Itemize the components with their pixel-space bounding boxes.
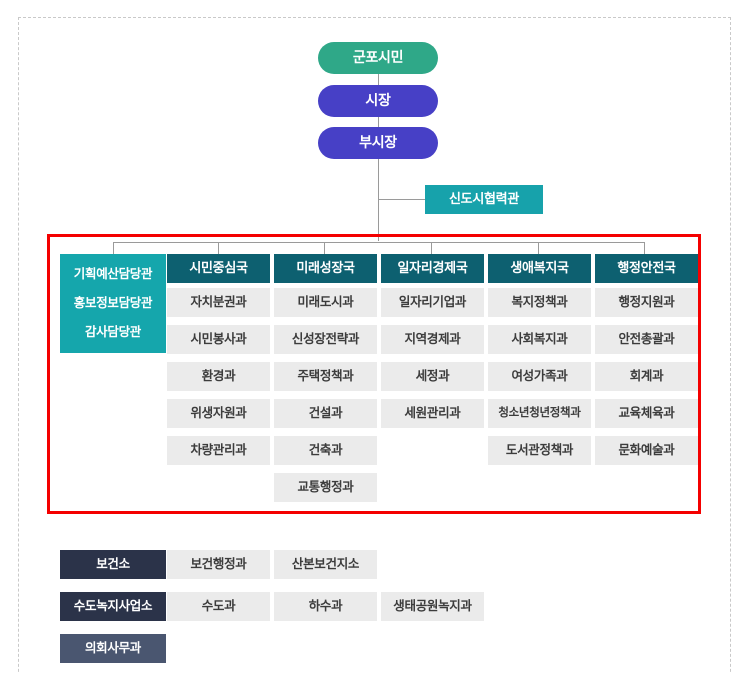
division-cell[interactable]: 도서관정책과 [488, 436, 591, 465]
division-cell[interactable]: 세정과 [381, 362, 484, 391]
division-cell[interactable]: 건축과 [274, 436, 377, 465]
division-cell[interactable]: 회계과 [595, 362, 698, 391]
division-cell[interactable]: 신성장전략과 [274, 325, 377, 354]
division-cell[interactable]: 수도과 [167, 592, 270, 621]
division-cell[interactable]: 행정지원과 [595, 288, 698, 317]
connector-drop-bureau-2 [324, 242, 325, 254]
division-cell[interactable]: 문화예술과 [595, 436, 698, 465]
staff-officer-0: 기획예산담당관 [73, 266, 153, 281]
division-cell[interactable]: 여성가족과 [488, 362, 591, 391]
division-cell[interactable]: 교통행정과 [274, 473, 377, 502]
division-cell[interactable]: 일자리기업과 [381, 288, 484, 317]
connector-drop-bureau-3 [431, 242, 432, 254]
division-cell[interactable]: 청소년청년정책과 [488, 399, 591, 428]
bureau-header-1[interactable]: 미래성장국 [274, 254, 377, 283]
division-cell[interactable]: 시민봉사과 [167, 325, 270, 354]
bureau-header-2[interactable]: 일자리경제국 [381, 254, 484, 283]
division-cell[interactable]: 주택정책과 [274, 362, 377, 391]
division-cell[interactable]: 교육체육과 [595, 399, 698, 428]
staff-officers-block[interactable]: 기획예산담당관 홍보정보담당관 감사담당관 [60, 254, 166, 353]
division-cell[interactable]: 사회복지과 [488, 325, 591, 354]
division-cell[interactable]: 산본보건지소 [274, 550, 377, 579]
connector-citizen-mayor [378, 74, 379, 88]
connector-drop-staff [113, 242, 114, 254]
division-cell[interactable]: 위생자원과 [167, 399, 270, 428]
office-header-1[interactable]: 수도녹지사업소 [60, 592, 166, 621]
division-cell[interactable]: 보건행정과 [167, 550, 270, 579]
division-cell[interactable]: 미래도시과 [274, 288, 377, 317]
division-cell[interactable]: 차량관리과 [167, 436, 270, 465]
office-header-0[interactable]: 보건소 [60, 550, 166, 579]
connector-advisor-branch [378, 199, 426, 200]
bureau-header-3[interactable]: 생애복지국 [488, 254, 591, 283]
office-header-2[interactable]: 의회사무과 [60, 634, 166, 663]
staff-officer-1: 홍보정보담당관 [73, 295, 153, 310]
division-cell[interactable]: 지역경제과 [381, 325, 484, 354]
connector-vicemayor-trunk [378, 159, 379, 241]
division-cell[interactable]: 복지정책과 [488, 288, 591, 317]
division-cell[interactable]: 건설과 [274, 399, 377, 428]
connector-bureau-bus [113, 242, 644, 243]
connector-drop-bureau-5 [644, 242, 645, 254]
division-cell[interactable]: 자치분권과 [167, 288, 270, 317]
node-citizen[interactable]: 군포시민 [318, 42, 438, 74]
division-cell[interactable]: 하수과 [274, 592, 377, 621]
connector-drop-bureau-4 [538, 242, 539, 254]
connector-mayor-vicemayor [378, 117, 379, 131]
division-cell[interactable]: 생태공원녹지과 [381, 592, 484, 621]
bureau-header-4[interactable]: 행정안전국 [595, 254, 698, 283]
node-advisor-newtown[interactable]: 신도시협력관 [425, 185, 543, 214]
bureau-header-0[interactable]: 시민중심국 [167, 254, 270, 283]
connector-drop-bureau-1 [218, 242, 219, 254]
node-mayor[interactable]: 시장 [318, 85, 438, 117]
staff-officer-2: 감사담당관 [84, 324, 141, 339]
division-cell[interactable]: 세원관리과 [381, 399, 484, 428]
division-cell[interactable]: 안전총괄과 [595, 325, 698, 354]
division-cell[interactable]: 환경과 [167, 362, 270, 391]
node-vice-mayor[interactable]: 부시장 [318, 127, 438, 159]
